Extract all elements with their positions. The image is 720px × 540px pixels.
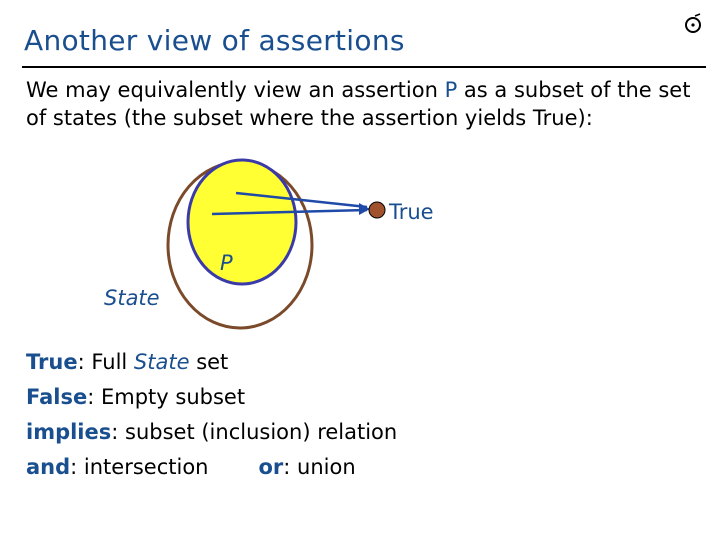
keyword-true: True xyxy=(26,350,78,374)
mapping-arrow-bottom xyxy=(211,208,368,216)
definitions-list: True: Full State set False: Empty subset… xyxy=(26,345,397,485)
definition-and-or: and: intersection or: union xyxy=(26,450,397,485)
intro-text-2: as a subset of the set of states (the su… xyxy=(26,78,691,130)
mapping-arrow-top xyxy=(235,191,368,209)
definition-true-text-2: set xyxy=(189,350,229,374)
p-label: P xyxy=(220,251,233,275)
definition-false: False: Empty subset xyxy=(26,380,397,415)
eiffel-logo-icon xyxy=(685,13,701,33)
keyword-implies: implies xyxy=(26,420,112,444)
definition-implies: implies: subset (inclusion) relation xyxy=(26,415,397,450)
keyword-or: or xyxy=(258,455,284,479)
true-value-dot xyxy=(368,201,386,219)
keyword-and: and xyxy=(26,455,71,479)
state-label: State xyxy=(104,286,160,310)
intro-paragraph: We may equivalently view an assertion P … xyxy=(26,76,706,132)
title-underline xyxy=(22,66,706,68)
slide-title: Another view of assertions xyxy=(24,24,405,57)
p-subset-ellipse xyxy=(186,158,298,286)
definition-true: True: Full State set xyxy=(26,345,397,380)
arrowhead xyxy=(359,203,370,215)
definition-or-text: : union xyxy=(283,455,356,479)
definition-implies-text: : subset (inclusion) relation xyxy=(111,420,398,444)
definition-false-text: : Empty subset xyxy=(87,385,246,409)
definition-true-text: : Full xyxy=(77,350,134,374)
keyword-false: False xyxy=(26,385,88,409)
true-label: True xyxy=(388,200,434,224)
intro-text-1: We may equivalently view an assertion xyxy=(26,78,445,102)
definition-true-state: State xyxy=(133,350,190,374)
intro-assertion-p: P xyxy=(444,78,458,102)
definition-and-text: : intersection xyxy=(70,455,209,479)
